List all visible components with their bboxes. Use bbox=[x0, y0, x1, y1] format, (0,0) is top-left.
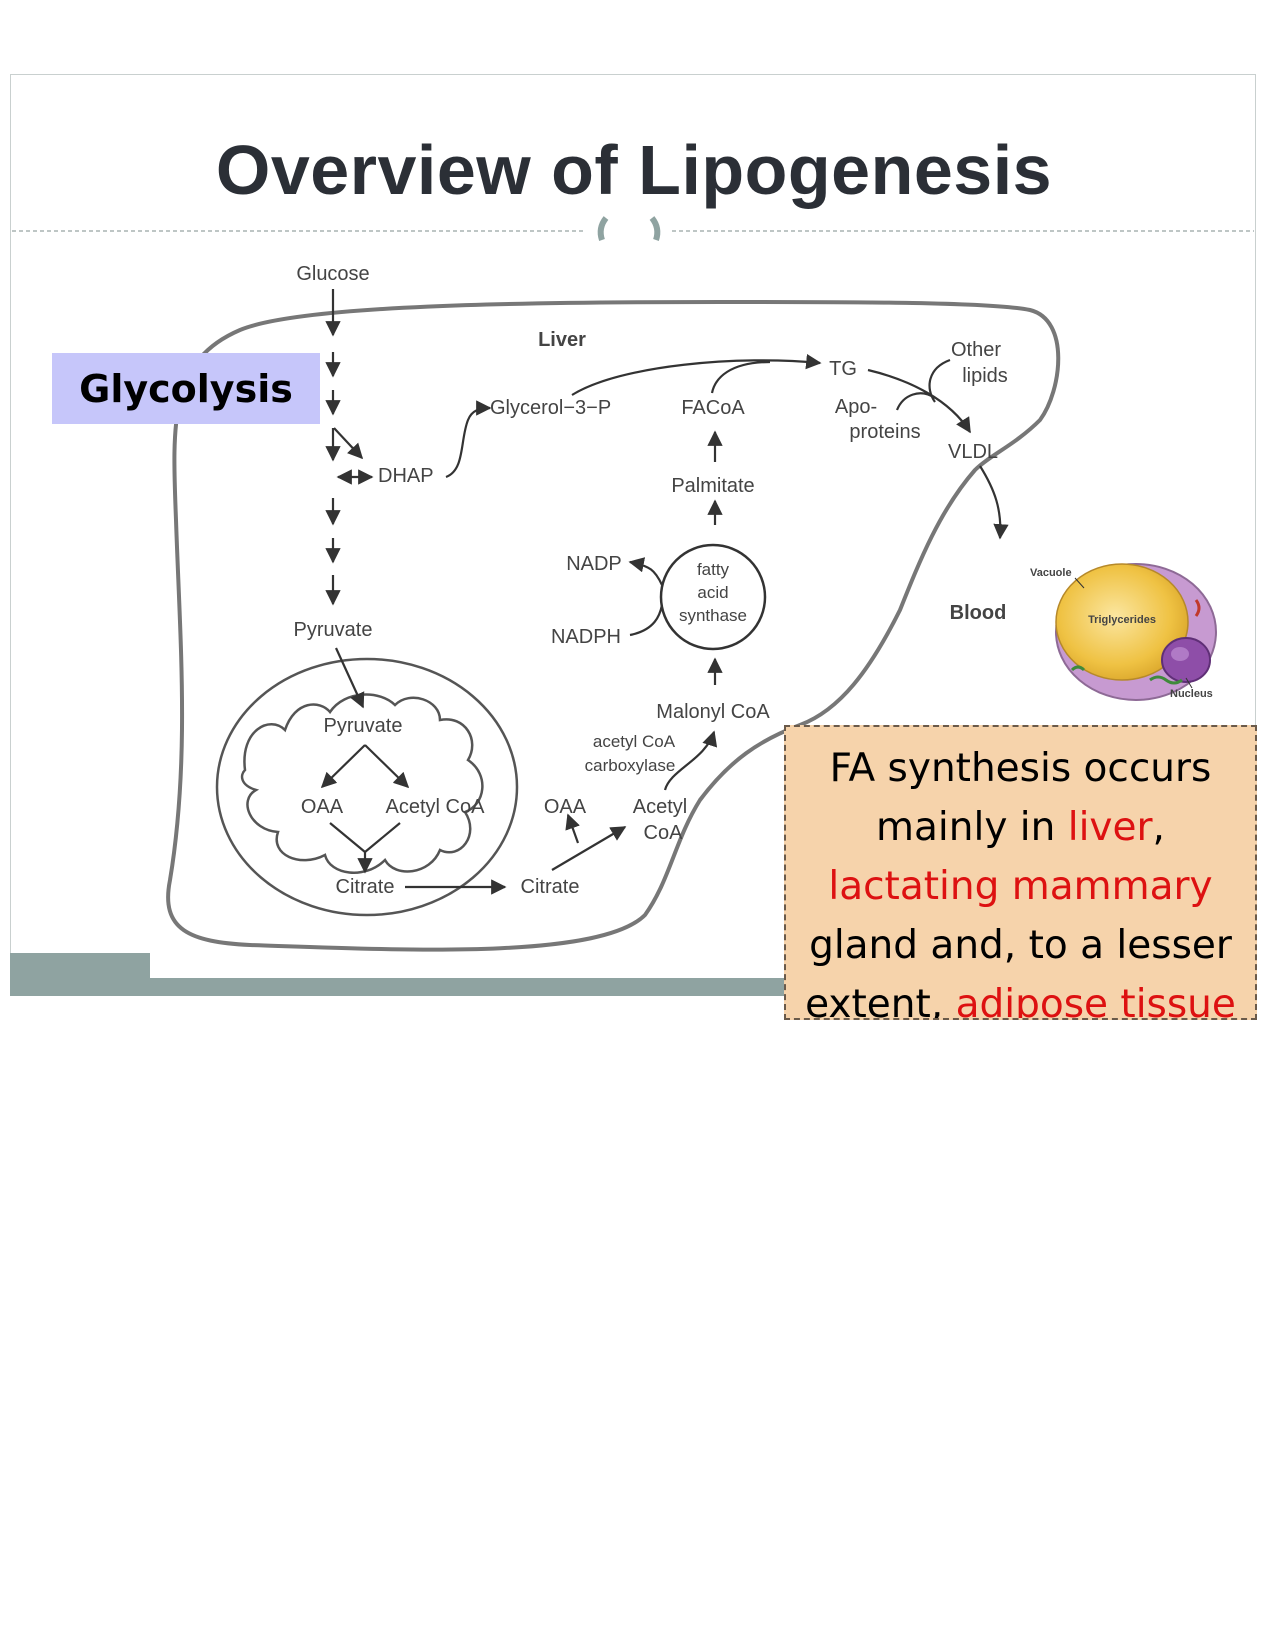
label-citrate-mito: Citrate bbox=[336, 876, 395, 898]
note-line-5: extent, adipose tissue bbox=[786, 975, 1255, 1020]
label-facoa: FACoA bbox=[681, 397, 745, 419]
label-triglycerides: Triglycerides bbox=[1088, 614, 1156, 626]
label-pyruvate-mito: Pyruvate bbox=[324, 715, 403, 737]
label-glycerol-3-p: Glycerol−3−P bbox=[490, 397, 611, 419]
label-fas-3: synthase bbox=[679, 606, 747, 625]
footer-bar-left bbox=[10, 953, 150, 996]
label-nucleus: Nucleus bbox=[1170, 688, 1213, 700]
glycolysis-arrows bbox=[325, 289, 374, 709]
label-acc-2: carboxylase bbox=[585, 756, 676, 775]
adipocyte-illustration: Vacuole Triglycerides Nucleus bbox=[1030, 563, 1217, 701]
label-glucose: Glucose bbox=[296, 263, 369, 285]
label-proteins: proteins bbox=[849, 421, 920, 443]
label-liver: Liver bbox=[538, 329, 586, 351]
label-apo: Apo- bbox=[835, 396, 877, 418]
label-dhap: DHAP bbox=[378, 465, 434, 487]
label-oaa-mito: OAA bbox=[301, 796, 344, 818]
label-oaa-cytosol: OAA bbox=[544, 796, 587, 818]
mitochondrion bbox=[215, 657, 519, 917]
lipogenesis-diagram: Glucose Liver DHAP Glycerol−3−P FACoA TG… bbox=[10, 216, 1254, 996]
note-line-1: FA synthesis occurs bbox=[829, 746, 1212, 791]
fa-synthesis-note: FA synthesis occurs mainly in liver, lac… bbox=[784, 725, 1257, 1020]
note-line-2a: mainly in bbox=[876, 805, 1068, 850]
label-lipids: lipids bbox=[962, 365, 1008, 387]
label-nadph: NADPH bbox=[551, 626, 621, 648]
note-lactating-mammary: lactating mammary bbox=[828, 864, 1213, 909]
label-acc-1: acetyl CoA bbox=[593, 732, 676, 751]
note-liver: liver bbox=[1067, 805, 1153, 850]
label-blood: Blood bbox=[950, 602, 1007, 624]
note-adipose-tissue: adipose tissue bbox=[955, 982, 1236, 1020]
label-fas-2: acid bbox=[697, 583, 728, 602]
label-palmitate: Palmitate bbox=[671, 475, 754, 497]
title-divider bbox=[12, 216, 1254, 241]
label-citrate-cytosol: Citrate bbox=[521, 876, 580, 898]
note-line-2c: , bbox=[1152, 805, 1165, 850]
slide: Overview of Lipogenesis bbox=[10, 74, 1256, 996]
footer-bar bbox=[150, 978, 785, 996]
glycolysis-label: Glycolysis bbox=[52, 353, 320, 424]
label-tg: TG bbox=[829, 358, 857, 380]
label-acetyl-coa-mito: Acetyl CoA bbox=[386, 796, 486, 818]
label-malonyl-coa: Malonyl CoA bbox=[656, 701, 770, 723]
label-other: Other bbox=[951, 339, 1001, 361]
diagram-labels: Glucose Liver DHAP Glycerol−3−P FACoA TG… bbox=[294, 263, 1008, 898]
label-acetyl-cytosol-1: Acetyl bbox=[633, 796, 687, 818]
note-line-2: mainly in liver, bbox=[786, 798, 1255, 857]
note-line-5a: extent, bbox=[805, 982, 956, 1020]
label-pyruvate-cytosol: Pyruvate bbox=[294, 619, 373, 641]
label-fas-1: fatty bbox=[697, 560, 730, 579]
slide-title: Overview of Lipogenesis bbox=[215, 131, 1053, 209]
label-nadp: NADP bbox=[566, 553, 622, 575]
label-vacuole: Vacuole bbox=[1030, 567, 1072, 579]
fatty-acid-synthase-circle bbox=[659, 543, 767, 651]
note-line-4: gland and, to a lesser bbox=[809, 923, 1232, 968]
label-vldl: VLDL bbox=[948, 441, 998, 463]
label-acetyl-cytosol-2: CoA bbox=[644, 822, 684, 844]
mitochondrial-arrows bbox=[320, 353, 1009, 895]
